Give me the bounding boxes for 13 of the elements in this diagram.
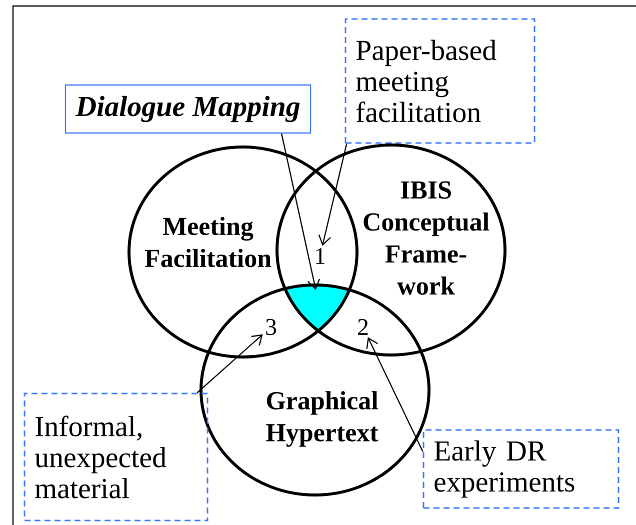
note-box: Early DR experiments — [422, 429, 620, 509]
intersection-region — [285, 285, 350, 331]
region-number: 1 — [316, 248, 325, 264]
arrow — [318, 144, 348, 246]
label-box: Dialogue Mapping — [64, 84, 312, 134]
region-number: 3 — [266, 318, 276, 336]
arrow — [280, 133, 320, 290]
note-box: Paper-based meeting facilitation — [344, 18, 536, 144]
circle-label: IBIS Conceptual Frame- work — [364, 181, 490, 295]
circle-label: Meeting Facilitation — [144, 216, 272, 268]
circle-label: Graphical Hypertext — [266, 391, 378, 447]
note-box: Informal, unexpected material — [24, 392, 208, 522]
region-number: 2 — [358, 319, 368, 335]
